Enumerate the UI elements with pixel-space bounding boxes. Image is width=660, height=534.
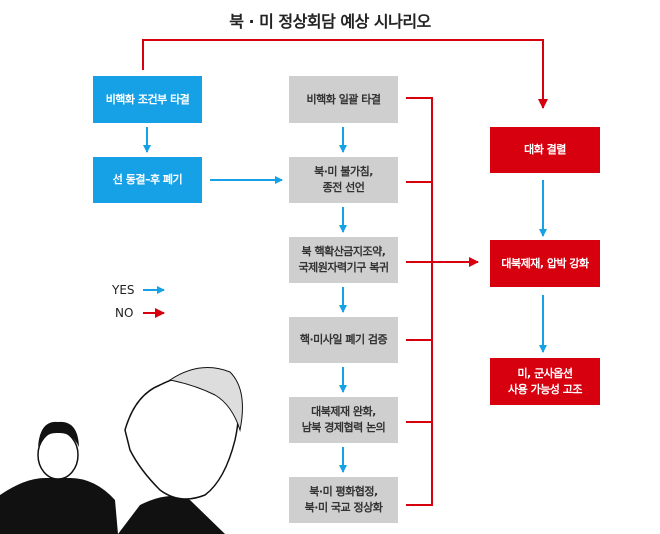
- box-npt-return: 북 핵확산금지조약, 국제원자력기구 복귀: [289, 237, 398, 283]
- no-stubs: [406, 181, 432, 423]
- box-freeze-then-dismantle: 선 동결–후 폐기: [93, 157, 202, 203]
- diagram-title: 북 · 미 정상회담 예상 시나리오: [229, 12, 431, 31]
- no-lines: [142, 39, 548, 506]
- box-conditional-deal: 비핵화 조건부 타결: [93, 76, 202, 123]
- box-sanctions-relief: 대북제재 완화, 남북 경제협력 논의: [289, 397, 398, 443]
- box-verification: 핵·미사일 폐기 검증: [289, 317, 398, 363]
- legend-yes-label: YES: [112, 283, 135, 297]
- legend-no-label: NO: [115, 306, 134, 320]
- box-non-aggression: 북·미 불가침, 종전 선언: [289, 157, 398, 203]
- box-talks-collapse: 대화 결렬: [490, 127, 600, 173]
- box-package-deal: 비핵화 일괄 타결: [289, 76, 398, 123]
- yes-lines: [143, 127, 547, 473]
- no-arrow-top: [142, 39, 548, 109]
- no-bus: [406, 97, 433, 506]
- box-peace-treaty: 북·미 평화협정, 북·미 국교 정상화: [289, 477, 398, 523]
- box-military-option: 미, 군사옵션 사용 가능성 고조: [490, 358, 600, 405]
- box-sanctions-pressure: 대북제재, 압박 강화: [490, 240, 600, 287]
- leaders-illustration: [0, 367, 243, 534]
